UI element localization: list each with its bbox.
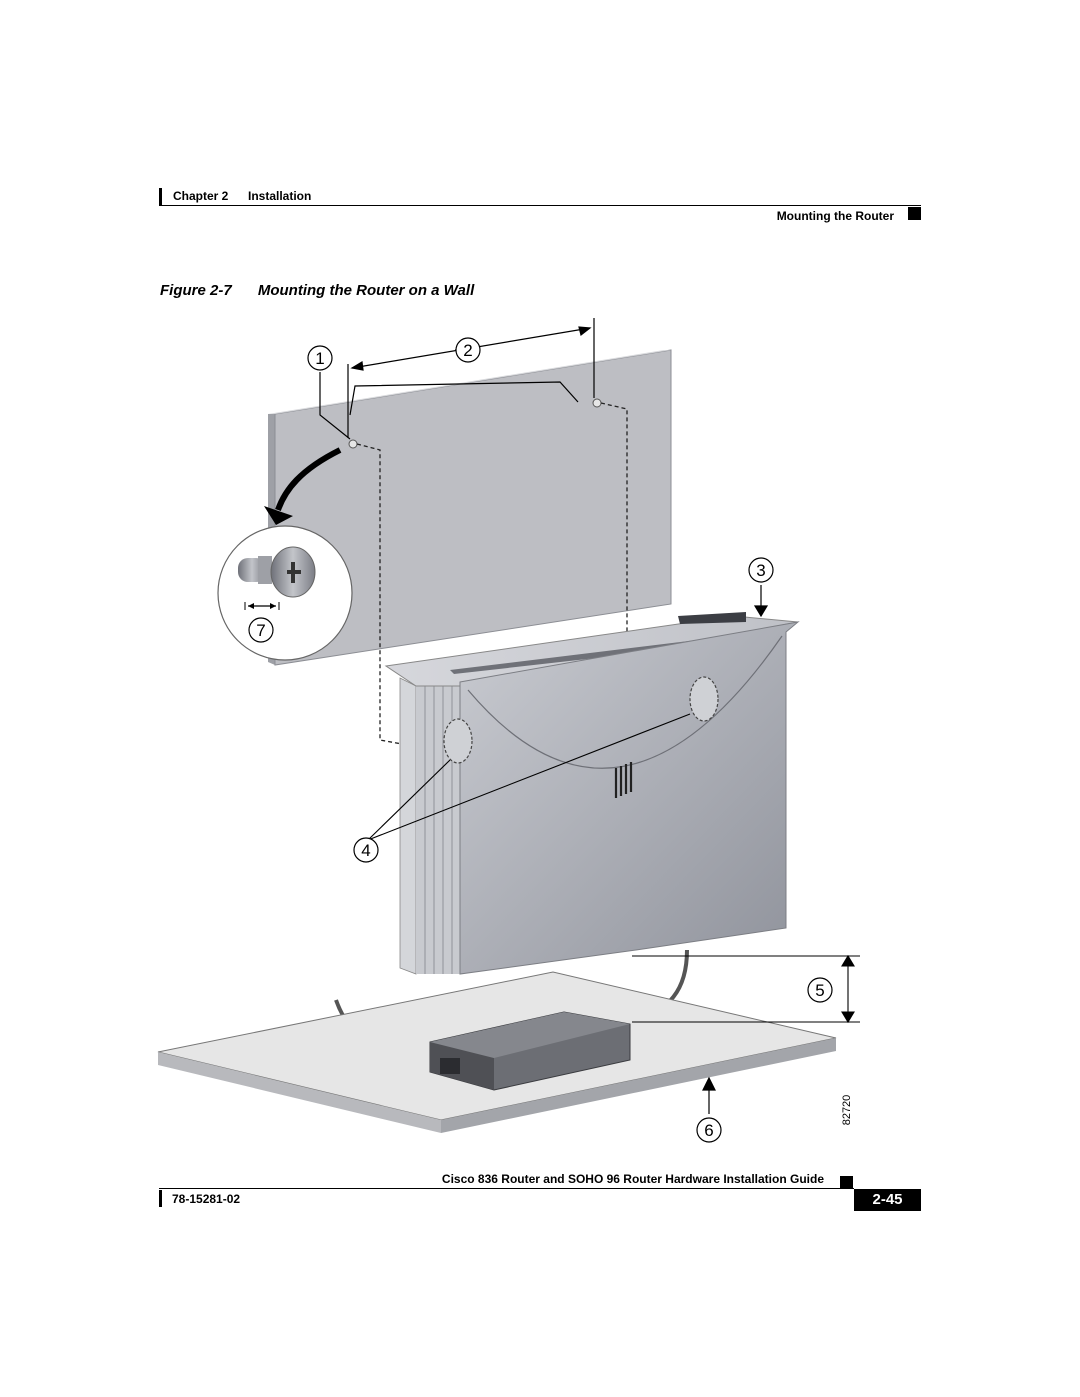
svg-text:1: 1 — [315, 349, 324, 368]
section-title: Mounting the Router — [776, 209, 894, 223]
footer-left-bar — [159, 1190, 162, 1207]
guide-title: Cisco 836 Router and SOHO 96 Router Hard… — [441, 1172, 824, 1186]
svg-text:2: 2 — [463, 341, 472, 360]
callout-5: 5 — [807, 977, 833, 1003]
callout-1: 1 — [307, 345, 333, 371]
wall-screw-left — [348, 439, 358, 449]
svg-text:4: 4 — [361, 841, 370, 860]
chapter-label: Chapter 2 — [173, 189, 229, 203]
screw-detail-circle — [217, 525, 353, 661]
wall-mount-illustration: 1 2 3 4 5 6 7 82720 — [157, 318, 860, 1143]
callout-4: 4 — [353, 837, 379, 863]
svg-text:5: 5 — [815, 981, 824, 1000]
page-number: 2-45 — [854, 1189, 921, 1211]
svg-text:3: 3 — [756, 561, 765, 580]
callout-3: 3 — [748, 557, 774, 583]
leader-line-6 — [702, 1076, 716, 1114]
figure-caption: Figure 2-7 Mounting the Router on a Wall — [160, 282, 474, 299]
figure-label: Figure 2-7 — [160, 282, 232, 299]
power-supply — [429, 1011, 631, 1091]
footer-rule — [159, 1188, 854, 1189]
doc-number: 78-15281-02 — [172, 1192, 241, 1206]
callout-7: 7 — [248, 617, 274, 643]
wall-screw-right — [592, 398, 602, 408]
callout-2: 2 — [455, 337, 481, 363]
clearance-dimension — [632, 954, 860, 1024]
header-rule — [159, 205, 921, 206]
callout-6: 6 — [696, 1117, 722, 1143]
header-left-bar — [159, 188, 162, 205]
figure-title: Mounting the Router on a Wall — [257, 282, 475, 299]
svg-text:6: 6 — [704, 1121, 713, 1140]
leader-lines-4 — [367, 713, 691, 841]
svg-text:7: 7 — [256, 621, 265, 640]
art-number: 82720 — [841, 1095, 853, 1126]
detail-arrow — [275, 447, 342, 512]
header-right-block — [908, 207, 921, 220]
router — [384, 612, 800, 975]
leader-line-3 — [753, 585, 769, 618]
chapter-title: Installation — [248, 189, 312, 203]
footer-right-block — [840, 1176, 853, 1189]
